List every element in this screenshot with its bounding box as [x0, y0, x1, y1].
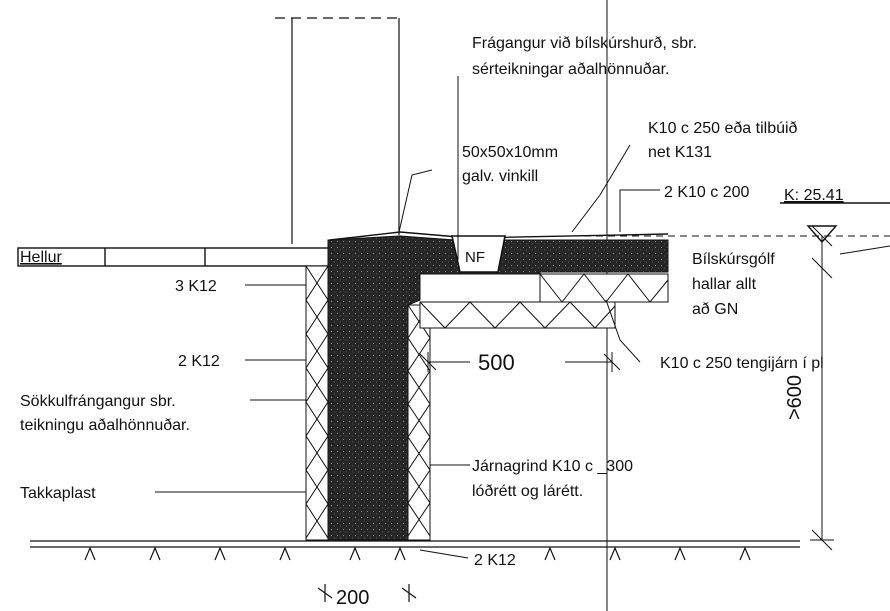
- dimension-500-label: 500: [478, 350, 515, 375]
- rebar-2-k12: 2 K12: [178, 353, 220, 370]
- rebar-k10-250-line-2: net K131: [648, 144, 712, 161]
- sokkul-line-1: Sökkulfrángangur sbr.: [20, 393, 176, 410]
- jarngrind-line-1: Járnagrind K10 c _300: [472, 458, 633, 475]
- leader-lines: [155, 76, 890, 559]
- header-line-1: Frágangur við bílskúrshurð, sbr.: [472, 35, 697, 52]
- dimension-600-label: >600: [784, 375, 806, 420]
- floor-line-1: Bílskúrsgólf: [692, 251, 775, 268]
- dimension-500: [419, 352, 621, 372]
- door-frame: [275, 17, 400, 244]
- tengijarn-label: K10 c 250 tengijárn í pl: [660, 355, 824, 372]
- rebar-k10-200: 2 K10 c 200: [664, 184, 750, 201]
- paving-slabs: [17, 247, 331, 267]
- takkaplast-label: Takkaplast: [20, 485, 96, 502]
- level-symbol: [780, 202, 890, 244]
- dimension-200: [317, 584, 417, 602]
- vinkill-line-2: galv. vinkill: [462, 168, 538, 185]
- header-line-2: sérteikningar aðalhönnuðar.: [472, 61, 669, 78]
- dimension-600: [810, 225, 834, 551]
- floor-line-2: hallar allt: [692, 276, 757, 293]
- sokkul-line-2: teikningu aðalhönnuðar.: [20, 417, 190, 434]
- paving-label: Hellur: [20, 249, 62, 266]
- jarngrind-line-2: lóðrétt og lárétt.: [472, 483, 583, 500]
- rebar-bottom-k12: 2 K12: [474, 552, 516, 569]
- vinkill-line-1: 50x50x10mm: [462, 144, 558, 161]
- drain-label: NF: [465, 249, 485, 266]
- rebar-3-k12: 3 K12: [175, 278, 217, 295]
- floor-line-3: að GN: [692, 301, 738, 318]
- drain-channel: [451, 235, 506, 273]
- insulation: [305, 265, 669, 541]
- slab-top-line: [329, 231, 669, 241]
- dimension-200-label: 200: [336, 587, 369, 609]
- ground-line: [30, 540, 800, 561]
- level-value: K: 25.41: [784, 187, 844, 204]
- rebar-k10-250-line-1: K10 c 250 eða tilbúið: [648, 120, 798, 137]
